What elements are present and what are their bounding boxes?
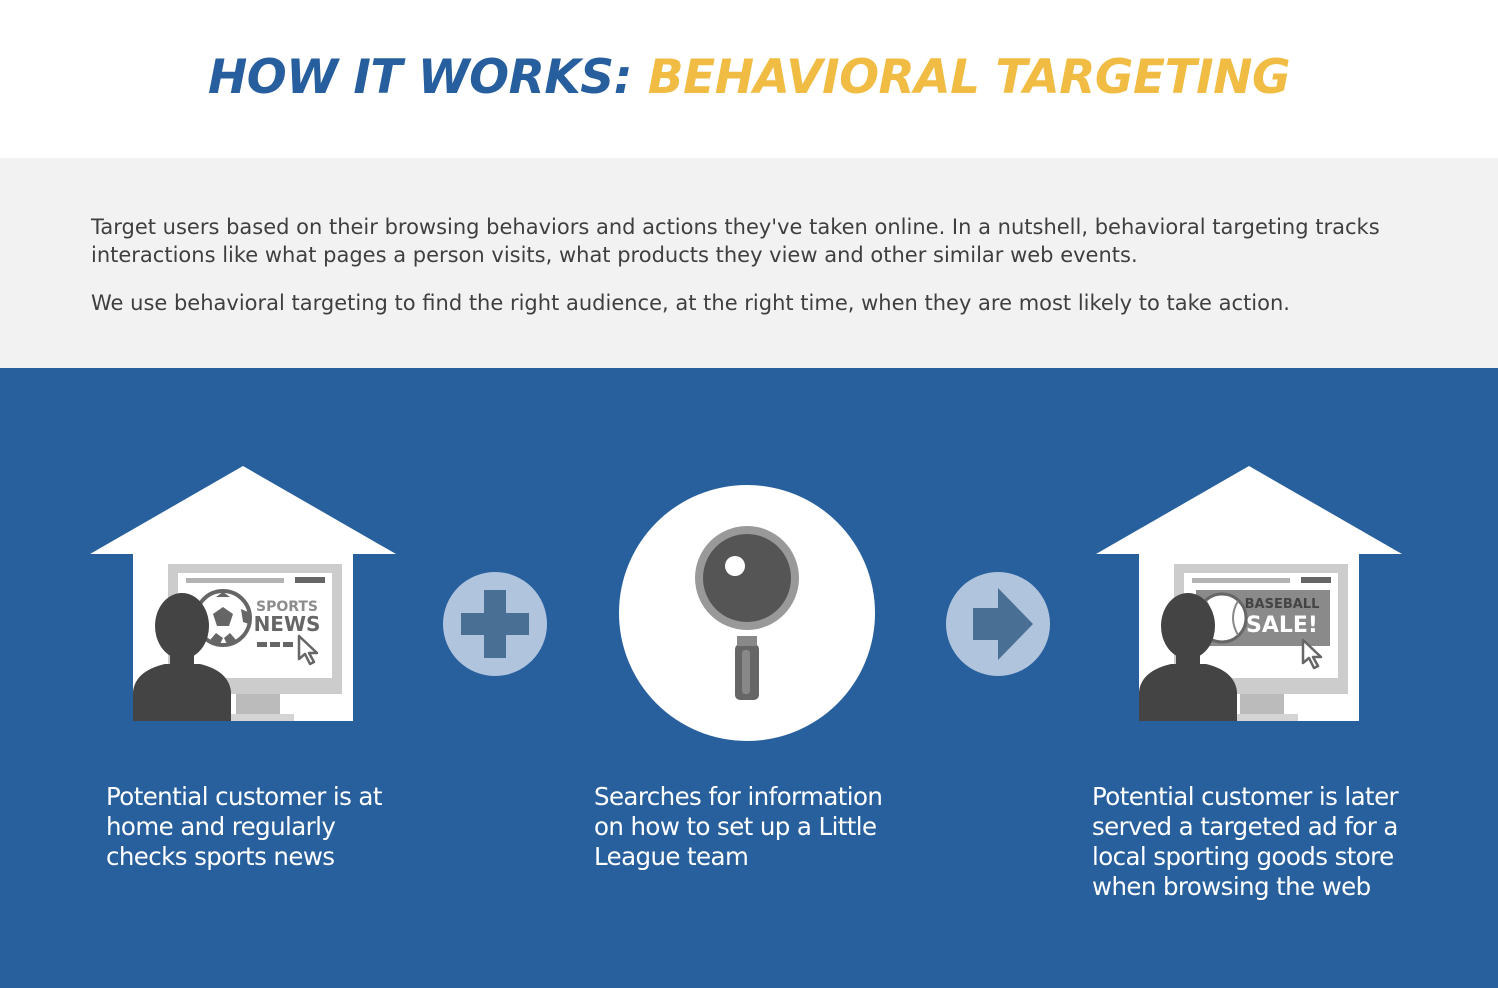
screen-text-2: NEWS	[254, 612, 321, 636]
screen-text-1: SPORTS	[256, 599, 318, 615]
title-part-2: BEHAVIORAL TARGETING	[647, 50, 1291, 105]
soccer-ball-icon	[194, 589, 252, 647]
title-part-1: HOW IT WORKS:	[207, 50, 632, 105]
plus-icon	[443, 572, 547, 676]
intro-section: Target users based on their browsing beh…	[0, 158, 1498, 368]
cursor-icon	[297, 634, 319, 666]
magnifying-glass-icon	[619, 485, 875, 741]
header: HOW IT WORKS: BEHAVIORAL TARGETING	[0, 0, 1498, 158]
person-silhouette-icon	[1139, 593, 1237, 721]
step-3-caption: Potential customer is later served a tar…	[1092, 782, 1399, 901]
arrow-right-icon	[946, 572, 1050, 676]
step-2-caption: Searches for information on how to set u…	[594, 782, 883, 871]
intro-paragraph-2: We use behavioral targeting to find the …	[91, 291, 1290, 315]
cursor-icon	[1301, 638, 1323, 670]
screen-text-4: SALE!	[1246, 613, 1318, 638]
page-title: HOW IT WORKS: BEHAVIORAL TARGETING	[0, 54, 1498, 101]
person-silhouette-icon	[133, 593, 231, 721]
intro-paragraph-1: Target users based on their browsing beh…	[91, 215, 1380, 267]
screen-text-3: BASEBALL	[1245, 597, 1320, 612]
diagram-canvas: SPORTS NEWS	[90, 466, 1402, 741]
house-monitor-icon: SPORTS NEWS	[90, 466, 396, 721]
step-1-caption: Potential customer is at home and regula…	[106, 782, 382, 871]
house-monitor-icon-2: BASEBALL SALE!	[1096, 466, 1402, 721]
